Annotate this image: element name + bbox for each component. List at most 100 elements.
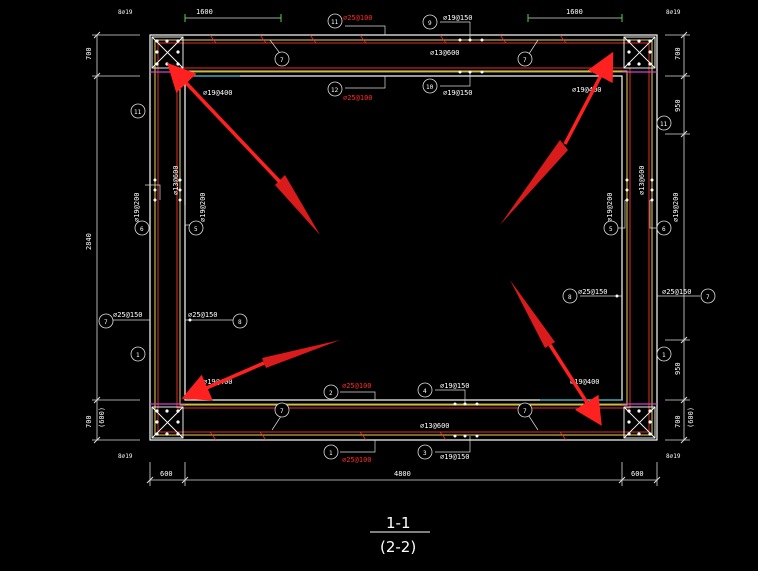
bubble-7-left: 7 [98, 313, 114, 329]
bubble-12: 12 [327, 81, 343, 97]
arrow-top-left [167, 62, 282, 184]
bubble-2: 2 [323, 384, 339, 400]
right-v19b-label: ⌀19@200 [672, 192, 680, 222]
leader-lines [112, 21, 700, 453]
bubble-3: 3 [417, 444, 433, 460]
wall-outline [149, 34, 658, 441]
svg-text:7: 7 [280, 408, 284, 415]
left-rebar-inner-label: ⌀25@150 [188, 311, 218, 319]
dim-right-950-top: 950 [674, 99, 682, 112]
dim-left-top: 700 [85, 47, 93, 60]
bubble-7-top-left: 7 [274, 51, 290, 67]
corner-label-tr: 8⌀19 [666, 9, 681, 16]
top-rebar-bottom-label: ⌀25@100 [343, 94, 373, 102]
dim-bottom-left: 600 [160, 470, 173, 478]
dim-bottom-mid: 4800 [394, 470, 411, 478]
svg-text:9: 9 [428, 20, 432, 27]
svg-text:6: 6 [140, 226, 144, 233]
arrow-top-right-tail [500, 140, 568, 225]
svg-text:8: 8 [568, 294, 572, 301]
svg-text:5: 5 [609, 226, 613, 233]
bottom-rebar-4-label: ⌀19@150 [440, 382, 470, 390]
svg-text:7: 7 [706, 294, 710, 301]
corner-labels: 8⌀19 8⌀19 8⌀19 8⌀19 [118, 9, 681, 460]
section-title: 1-1 [386, 514, 411, 532]
corner-label-br: 8⌀19 [666, 453, 681, 460]
top-left-inner-label: ⌀19@400 [203, 89, 233, 97]
bubble-11-right: 11 [656, 115, 672, 131]
svg-text:2: 2 [329, 390, 333, 397]
corner-bars [155, 39, 652, 436]
top-rebar-9-label: ⌀19@150 [443, 14, 473, 22]
svg-text:7: 7 [104, 319, 108, 326]
bottom-rebar-13-label: ⌀13@600 [420, 422, 450, 430]
bubble-10: 10 [422, 78, 438, 94]
dim-left-total: 2840 [85, 233, 93, 250]
bubble-5-right: 5 [603, 220, 619, 236]
dim-right-bottom: 700 [674, 415, 682, 428]
rebar-labels: ⌀25@100 ⌀25@100 ⌀19@150 ⌀13@600 ⌀19@150 … [113, 14, 692, 464]
arrow-bottom-right-tail [510, 280, 555, 348]
left-rebar-outer-label: ⌀25@150 [113, 311, 143, 319]
right-rebar-outer-label: ⌀25@150 [662, 288, 692, 296]
dimension-labels: 1600 1600 700 2840 700 (600) 700 950 950… [85, 8, 695, 478]
corner-label-tl: 8⌀19 [118, 9, 133, 16]
arrow-bottom-left [181, 361, 265, 401]
top-rebar-top-label: ⌀25@100 [343, 14, 373, 22]
left-v19b-label: ⌀19@200 [199, 192, 207, 222]
top-rebar-13-label: ⌀13@600 [430, 49, 460, 57]
bubble-6-right: 6 [656, 220, 672, 236]
bubble-7-right: 7 [700, 288, 716, 304]
section-subtitle: (2-2) [380, 538, 416, 556]
corner-magenta-ties [150, 71, 657, 405]
bubble-5-left: 5 [188, 220, 204, 236]
bubble-8-right: 8 [562, 288, 578, 304]
bottom-rebar-3-label: ⌀19@150 [440, 453, 470, 461]
svg-text:1: 1 [329, 450, 333, 457]
bubble-1-bottom: 1 [323, 444, 339, 460]
dim-right-top: 700 [674, 47, 682, 60]
svg-text:7: 7 [280, 57, 284, 64]
wall-hatch-marks [209, 34, 567, 441]
left-v19a-label: ⌀19@200 [133, 192, 141, 222]
top-right-inner-label: ⌀19@400 [572, 86, 602, 94]
svg-text:4: 4 [423, 388, 427, 395]
bubble-7-top-right: 7 [517, 51, 533, 67]
svg-text:12: 12 [331, 87, 339, 94]
svg-text:3: 3 [423, 450, 427, 457]
svg-text:7: 7 [523, 408, 527, 415]
numbered-bubbles: 11 12 9 10 7 7 11 11 6 5 5 6 8 7 7 8 1 1… [98, 13, 716, 460]
rebar-dots [153, 38, 654, 438]
top-rebar-10-label: ⌀19@150 [443, 89, 473, 97]
dim-top-left: 1600 [196, 8, 213, 16]
bubble-7-bottom-right: 7 [517, 402, 533, 418]
dim-bottom-right: 600 [631, 470, 644, 478]
horizontal-ties [150, 71, 657, 405]
dim-left-bottom-alt: (600) [98, 407, 106, 428]
svg-text:1: 1 [136, 352, 140, 359]
bubble-8-left: 8 [232, 313, 248, 329]
dimension-lines [92, 17, 690, 486]
dim-right-950-bottom: 950 [674, 362, 682, 375]
corner-label-bl: 8⌀19 [118, 453, 133, 460]
svg-text:5: 5 [194, 226, 198, 233]
bubble-7-bottom-left: 7 [274, 402, 290, 418]
bubble-9: 9 [422, 14, 438, 30]
bottom-rebar-top-label: ⌀25@100 [342, 382, 372, 390]
section-title-block: 1-1 (2-2) [370, 514, 430, 556]
bottom-rebar-bottom-label: ⌀25@100 [342, 456, 372, 464]
left-v13-label: ⌀13@600 [172, 165, 180, 195]
bubble-11-left: 11 [130, 103, 146, 119]
bubble-11-top: 11 [327, 13, 343, 29]
dim-top-right: 1600 [566, 8, 583, 16]
right-rebar-inner-label: ⌀25@150 [578, 288, 608, 296]
right-v19a-label: ⌀19@200 [606, 192, 614, 222]
arrow-bottom-right [548, 344, 602, 426]
dimension-ticks [93, 31, 688, 484]
top-dim-green [184, 14, 623, 22]
right-v13-label: ⌀13@600 [638, 165, 646, 195]
svg-text:6: 6 [662, 226, 666, 233]
bubble-4: 4 [417, 382, 433, 398]
